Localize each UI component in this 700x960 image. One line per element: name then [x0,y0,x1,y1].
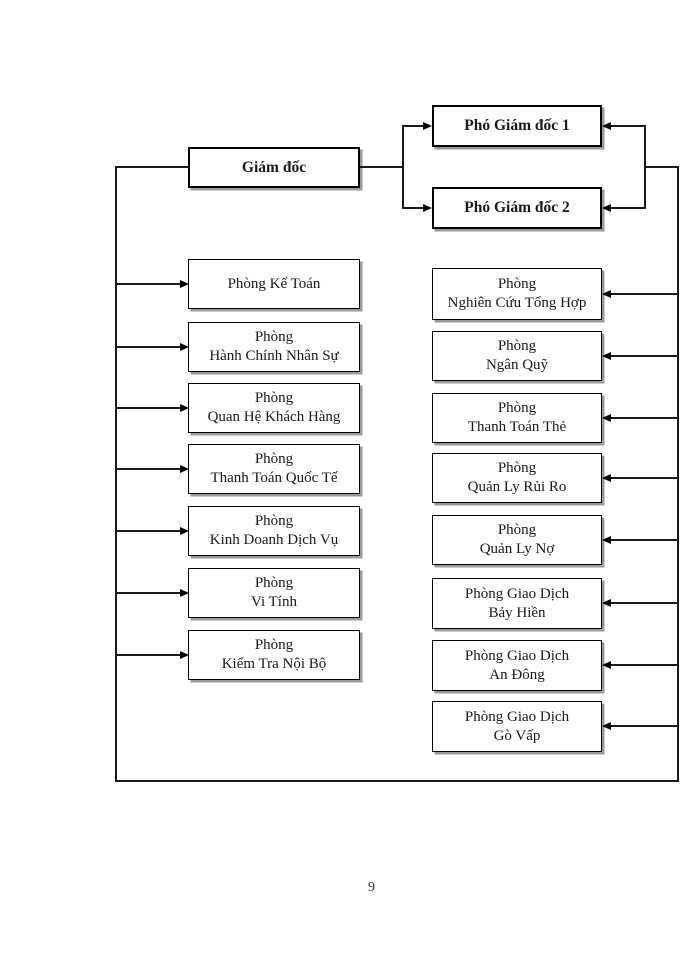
connector-line [404,207,423,209]
dept-line1: Phòng [254,329,294,345]
box-phong-giao-dich-an-dong: Phòng Giao Dịch An Đông [432,640,602,691]
connector-line [117,468,180,470]
dept-line2: Bảy Hiền [488,604,546,621]
connector-line [611,539,678,541]
dept-line2: An Đông [489,666,545,683]
connector-line [611,293,678,295]
box-phong-hanh-chinh-nhan-su: Phòng Hành Chính Nhân Sự [188,322,360,372]
arrow-left-icon [602,122,611,130]
arrow-right-icon [180,280,189,288]
box-phong-vi-tinh: Phòng Vi Tính [188,568,360,618]
connector-line [117,407,180,409]
dept-line1: Phòng [254,637,294,653]
arrow-right-icon [180,527,189,535]
dept-line2: Thanh Toán Thẻ [467,419,567,435]
box-giam-doc: Giám đốc [188,147,360,188]
connector-line [117,592,180,594]
connector-deputy-to-right-rail [645,166,678,168]
box-phong-kiem-tra-noi-bo: Phòng Kiểm Tra Nội Bộ [188,630,360,680]
dept-line1: Phòng [497,276,537,292]
connector-left-rail [115,166,117,782]
box-phong-nghien-cuu-tong-hop: Phòng Nghiên Cứu Tổng Hợp [432,268,602,320]
connector-line [117,654,180,656]
pho-giam-doc-2-label: Phó Giám đốc 2 [464,199,570,216]
dept-line2: Gò Vấp [493,727,541,744]
box-phong-ke-toan: Phòng Kế Toán [188,259,360,309]
box-phong-giao-dich-go-vap: Phòng Giao Dịch Gò Vấp [432,701,602,752]
box-phong-thanh-toan-quoc-te: Phòng Thanh Toán Quốc Tế [188,444,360,494]
dept-line2: Kinh Doanh Dịch Vụ [209,532,339,548]
dept-line1: Phòng Kế Toán [227,275,321,292]
arrow-left-icon [602,474,611,482]
arrow-left-icon [602,290,611,298]
giam-doc-label: Giám đốc [241,158,307,176]
arrow-right-icon [180,343,189,351]
connector-line [611,725,678,727]
arrow-right-icon [180,651,189,659]
box-phong-quan-ly-no: Phòng Quản Ly Nợ [432,515,602,565]
connector-line [611,477,678,479]
connector-bottom-rail [115,780,679,782]
connector-line [117,530,180,532]
connector-line [611,125,645,127]
arrow-right-icon [423,122,432,130]
arrow-right-icon [180,589,189,597]
dept-line1: Phòng [497,400,537,416]
connector-line [117,346,180,348]
dept-line1: Phòng [254,513,294,529]
connector-deputy-split-rail [402,125,404,209]
dept-line2: Quản Ly Nợ [479,541,555,557]
box-phong-quan-ly-rui-ro: Phòng Quản Ly Rủi Ro [432,453,602,503]
dept-line1: Phòng [497,460,537,476]
box-phong-thanh-toan-the: Phòng Thanh Toán Thẻ [432,393,602,443]
box-phong-kinh-doanh-dich-vu: Phòng Kinh Doanh Dịch Vụ [188,506,360,556]
dept-line2: Quan Hệ Khách Hàng [207,409,341,425]
arrow-right-icon [180,404,189,412]
connector-line [117,283,180,285]
arrow-left-icon [602,722,611,730]
arrow-left-icon [602,661,611,669]
dept-line1: Phòng [254,451,294,467]
dept-line1: Phòng [254,575,294,591]
box-pho-giam-doc-2: Phó Giám đốc 2 [432,187,602,229]
dept-line1: Phòng Giao Dịch [464,585,570,602]
arrow-left-icon [602,536,611,544]
arrow-left-icon [602,204,611,212]
dept-line2: Nghiên Cứu Tổng Hợp [447,295,587,311]
connector-line [611,355,678,357]
dept-line2: Kiểm Tra Nội Bộ [221,656,327,672]
page-number: 9 [368,880,375,895]
connector-line [611,417,678,419]
dept-line2: Hành Chính Nhân Sự [209,348,339,364]
connector-director-left [116,166,188,168]
box-phong-quan-he-khach-hang: Phòng Quan Hệ Khách Hàng [188,383,360,433]
box-phong-ngan-quy: Phòng Ngân Quỹ [432,331,602,381]
dept-line2: Quản Ly Rủi Ro [467,479,567,495]
pho-giam-doc-1-label: Phó Giám đốc 1 [464,117,570,134]
arrow-left-icon [602,599,611,607]
connector-line [611,664,678,666]
arrow-right-icon [180,465,189,473]
dept-line1: Phòng Giao Dịch [464,647,570,664]
box-phong-giao-dich-bay-hien: Phòng Giao Dịch Bảy Hiền [432,578,602,629]
arrow-left-icon [602,352,611,360]
dept-line2: Ngân Quỹ [485,357,549,373]
arrow-right-icon [423,204,432,212]
connector-right-rail [677,166,679,782]
connector-director-right [360,166,404,168]
dept-line1: Phòng [497,522,537,538]
dept-line1: Phòng Giao Dịch [464,708,570,725]
dept-line2: Vi Tính [251,594,297,610]
dept-line2: Thanh Toán Quốc Tế [210,470,338,486]
dept-line1: Phòng [254,390,294,406]
dept-line1: Phòng [497,338,537,354]
connector-line [611,207,645,209]
connector-line [611,602,678,604]
box-pho-giam-doc-1: Phó Giám đốc 1 [432,105,602,147]
connector-line [404,125,423,127]
arrow-left-icon [602,414,611,422]
